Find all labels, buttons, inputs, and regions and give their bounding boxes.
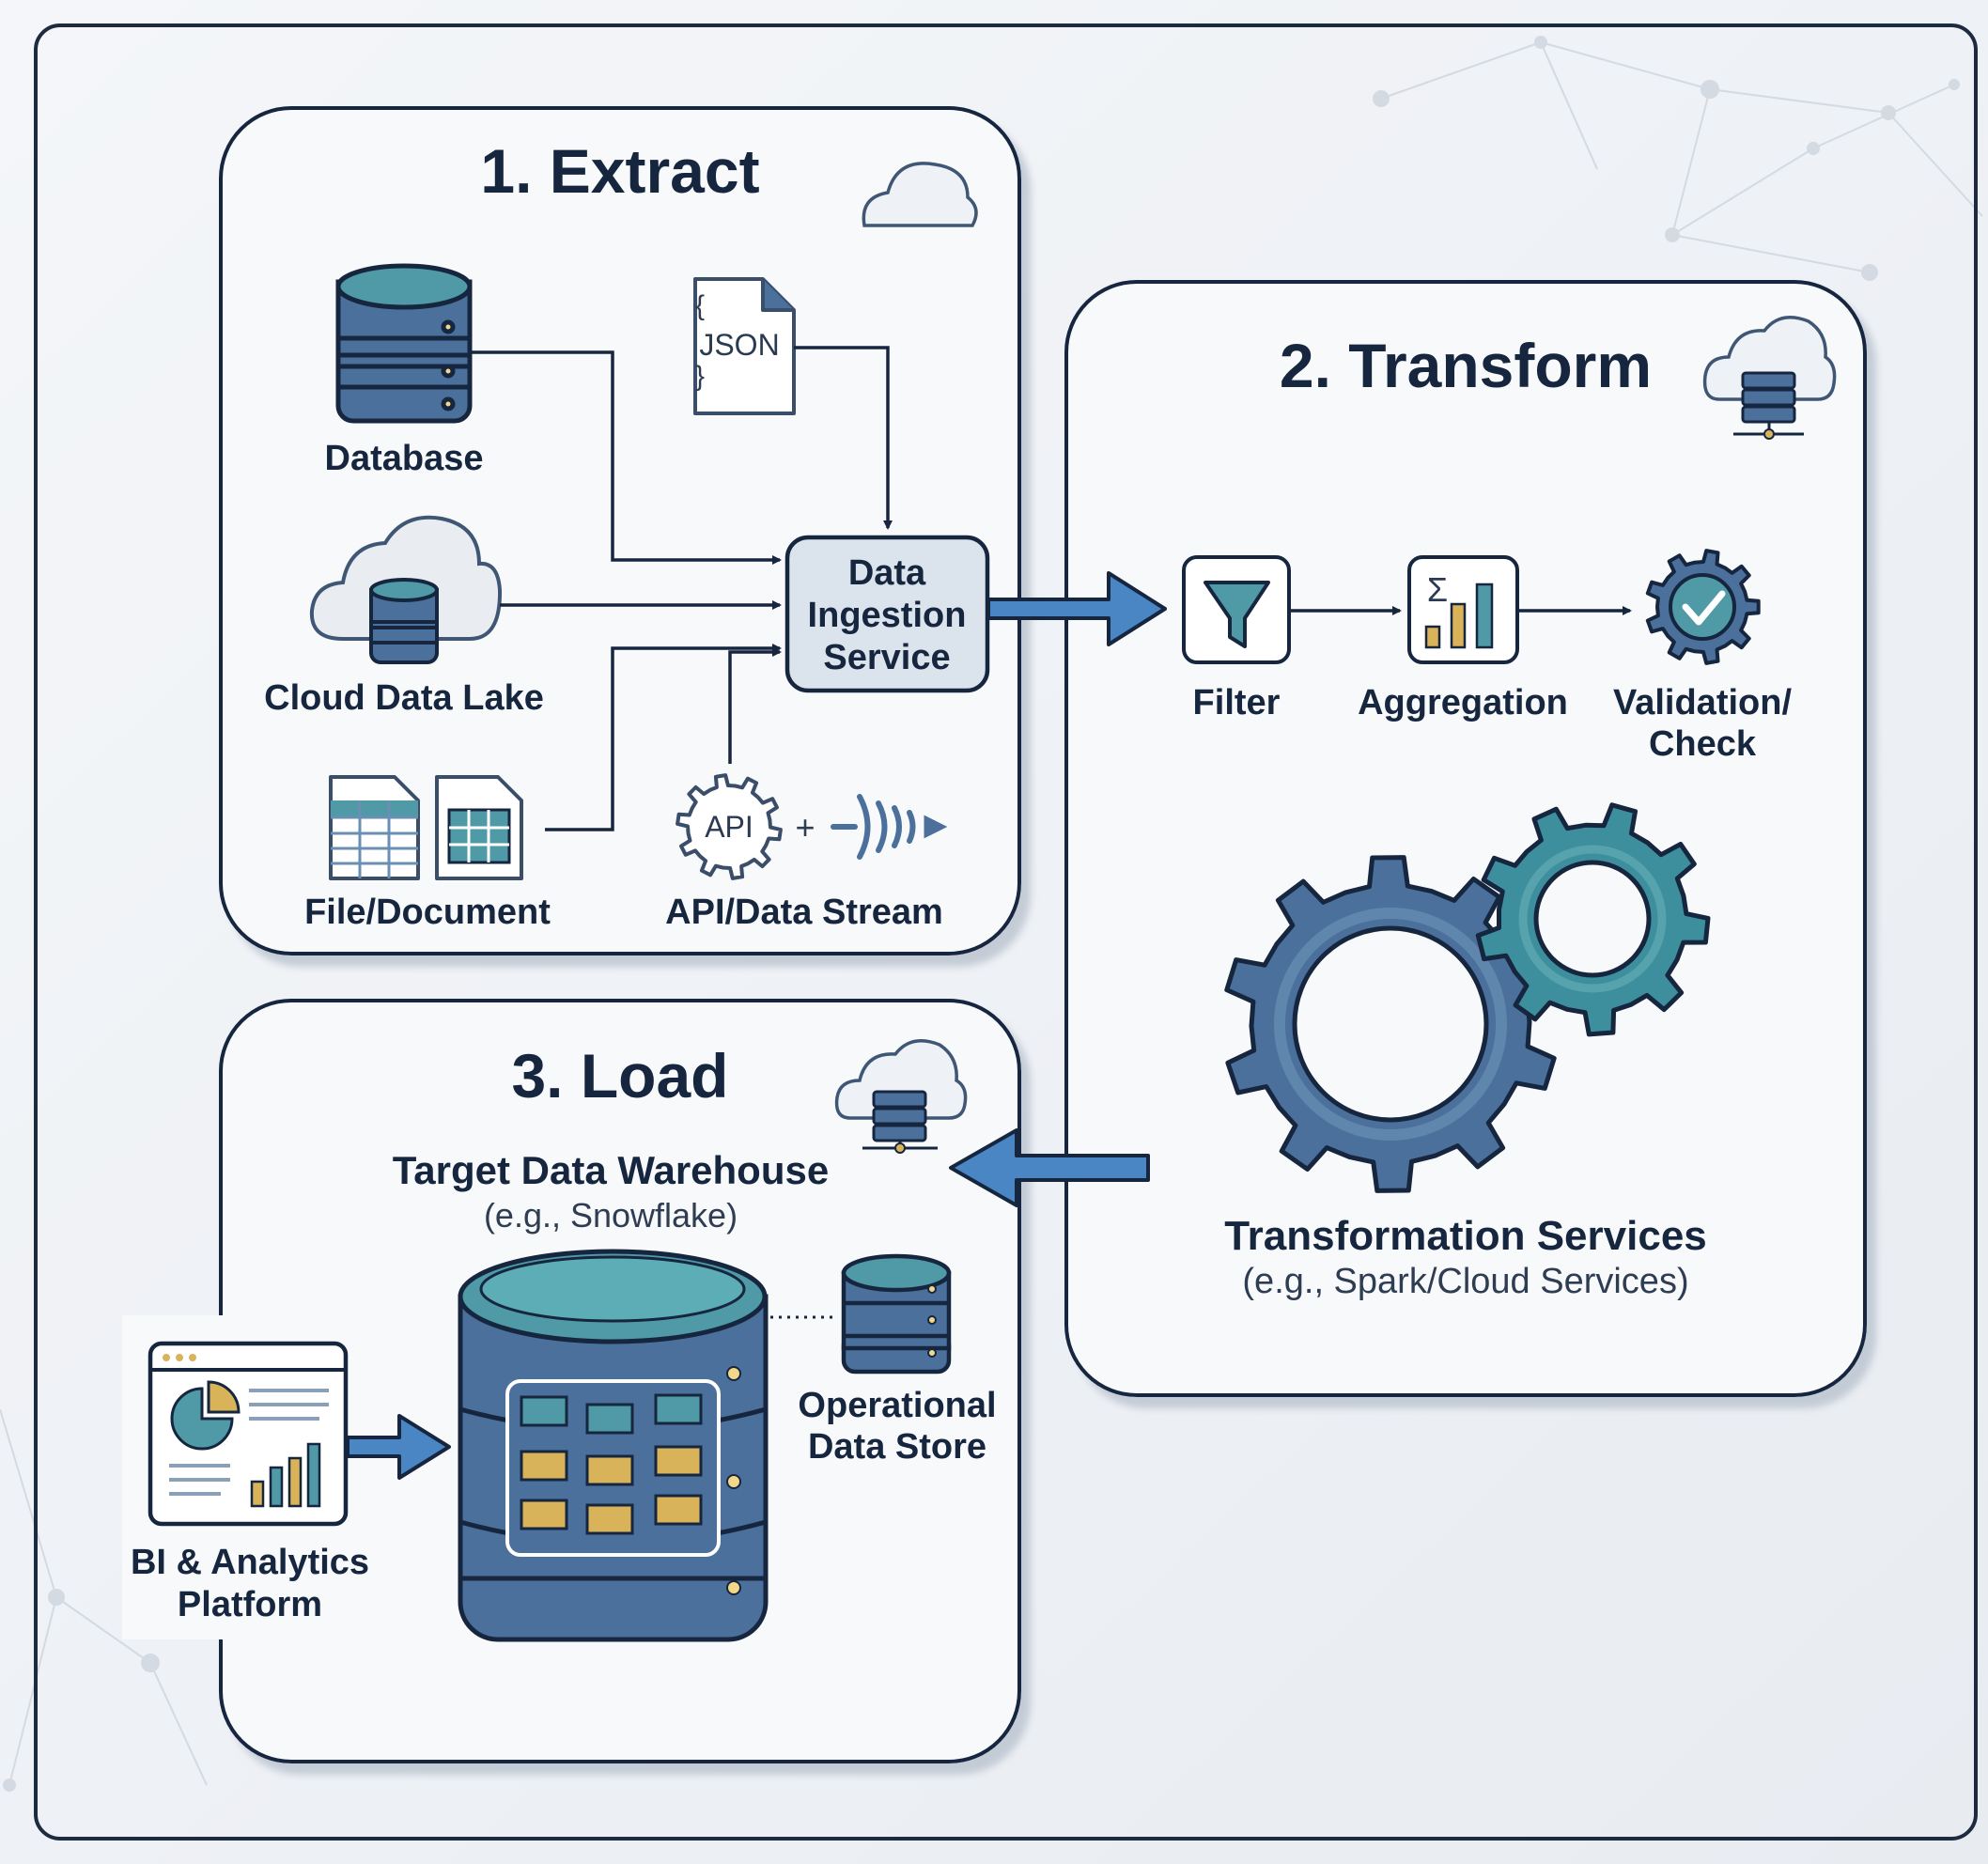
flow-arrow-extract-to-transform — [986, 571, 1167, 646]
operational-data-store-icon — [841, 1253, 952, 1375]
bi-label-line-2: Platform — [178, 1585, 322, 1624]
extract-connectors — [470, 346, 893, 831]
transformation-services-label: Transformation Services — [1224, 1213, 1707, 1259]
svg-text:}: } — [695, 361, 705, 392]
file-document-label: File/Document — [304, 893, 551, 932]
svg-text:{: { — [695, 290, 705, 321]
json-label: JSON — [699, 328, 779, 362]
load-title: 3. Load — [511, 1041, 728, 1111]
target-warehouse-label: Target Data Warehouse — [393, 1148, 829, 1192]
spreadsheet-icon — [329, 775, 420, 880]
network-background-decoration — [0, 36, 1983, 1792]
ods-label-line-2: Data Store — [808, 1427, 986, 1467]
ods-label-line-1: Operational — [798, 1386, 996, 1425]
aggregation-label: Aggregation — [1358, 683, 1568, 722]
api-gear-icon: API — [676, 773, 783, 880]
transformation-services-sub: (e.g., Spark/Cloud Services) — [1242, 1262, 1688, 1301]
warehouse-data-blocks — [520, 1393, 703, 1535]
ingestion-line-2: Ingestion — [808, 596, 967, 635]
database-label: Database — [325, 439, 484, 478]
validation-check-icon — [1645, 549, 1761, 665]
cloud-server-icon-load — [834, 1039, 968, 1154]
flow-arrow-transform-to-load — [949, 1128, 1150, 1207]
outer-frame — [34, 23, 1978, 1841]
data-warehouse-icon — [458, 1249, 769, 1642]
aggregation-sigma: Σ — [1427, 570, 1448, 609]
transform-title: 2. Transform — [1280, 331, 1652, 400]
cloud-server-icon — [1702, 316, 1837, 440]
json-file-icon: { } JSON — [693, 277, 796, 415]
bi-dashboard-icon — [148, 1341, 349, 1527]
api-icon-text: API — [705, 810, 753, 844]
ingestion-line-1: Data — [848, 553, 926, 593]
validation-label-line-1: Validation/ — [1613, 683, 1792, 722]
extract-title: 1. Extract — [480, 136, 759, 206]
api-data-stream-label: API/Data Stream — [665, 893, 943, 932]
filter-icon — [1182, 555, 1291, 664]
filter-label: Filter — [1193, 683, 1281, 722]
cloud-data-lake-label: Cloud Data Lake — [264, 678, 544, 718]
validation-label-line-2: Check — [1649, 724, 1757, 764]
flow-arrow-bi-to-warehouse — [346, 1414, 451, 1480]
aggregation-icon: Σ — [1407, 555, 1519, 664]
transformation-gears-icon — [1224, 802, 1711, 1193]
data-stream-icon — [831, 794, 948, 860]
document-table-icon — [435, 775, 523, 880]
cloud-data-lake-icon — [309, 515, 503, 664]
ingestion-line-3: Service — [823, 638, 950, 677]
cloud-icon — [862, 162, 978, 227]
api-plus: + — [795, 808, 815, 847]
database-icon — [335, 263, 473, 424]
bi-label-line-1: BI & Analytics — [131, 1543, 369, 1582]
target-warehouse-sub: (e.g., Snowflake) — [484, 1196, 738, 1235]
